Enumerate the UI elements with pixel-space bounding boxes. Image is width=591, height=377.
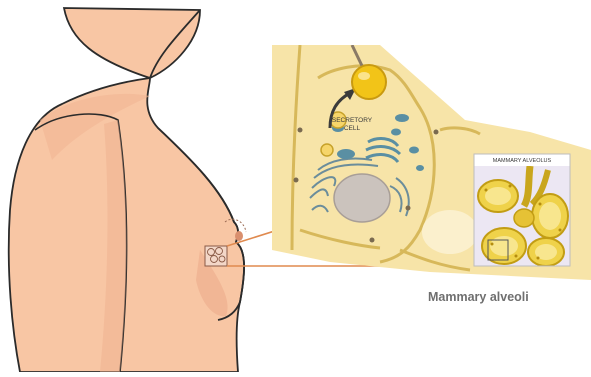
nipple — [235, 231, 243, 241]
breast-alveoli-inset — [205, 246, 227, 266]
mammary-alveolus-label: MAMMARY ALVEOLUS — [493, 158, 552, 164]
torso-figure — [9, 8, 246, 372]
torso-body — [9, 8, 244, 372]
secretory-cell-label-line2: CELL — [344, 125, 361, 132]
mammary-alveoli-caption: Mammary alveoli — [428, 290, 578, 304]
mammary-alveolus-inset: MAMMARY ALVEOLUS — [474, 154, 570, 266]
secretory-cell-label-line1: SECRETORY — [332, 117, 373, 124]
nucleus — [334, 174, 390, 222]
lipid-droplet — [352, 65, 386, 99]
